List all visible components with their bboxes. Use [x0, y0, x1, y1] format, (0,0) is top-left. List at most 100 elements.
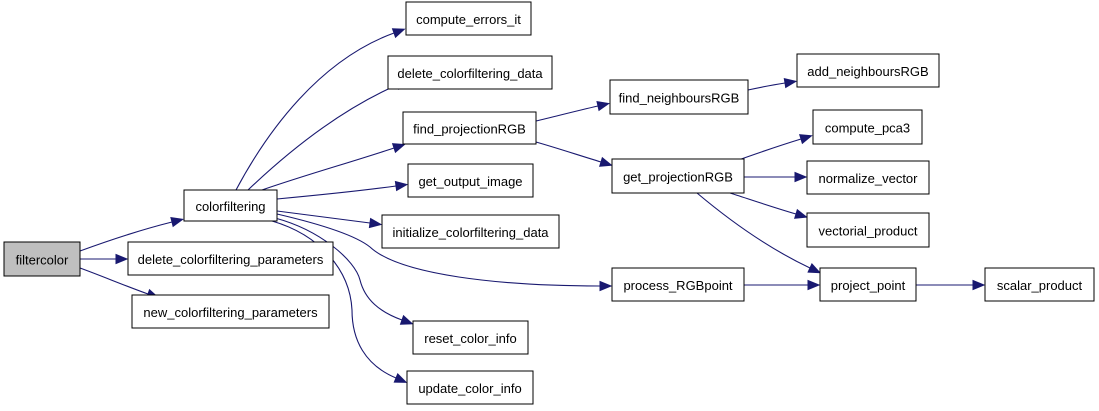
node-label: scalar_product	[997, 278, 1083, 293]
node-process-rgbpoint[interactable]: process_RGBpoint	[611, 267, 745, 302]
node-box	[183, 189, 278, 222]
arrowhead	[599, 280, 613, 292]
edge-filtercolor-to-delete-colorfiltering-parameters	[80, 253, 129, 265]
node-label: get_projectionRGB	[623, 170, 733, 185]
node-box	[984, 267, 1095, 302]
edge-line	[535, 105, 599, 122]
node-box	[611, 267, 745, 302]
node-scalar-product[interactable]: scalar_product	[984, 267, 1095, 302]
node-label: initialize_colorfiltering_data	[392, 225, 549, 240]
node-label: vectorial_product	[819, 224, 918, 239]
arrowhead	[799, 134, 813, 145]
node-label: colorfiltering	[195, 199, 265, 214]
nodes-layer: filtercolor colorfiltering delete_colorfil…	[3, 1, 1095, 405]
arrowhead	[391, 28, 406, 39]
node-box	[812, 109, 923, 145]
edge-line	[276, 210, 371, 224]
edge-colorfiltering-to-compute-errors-it	[235, 28, 406, 191]
node-box	[381, 214, 560, 249]
node-label: update_color_info	[418, 381, 521, 396]
arrowhead	[599, 156, 613, 167]
node-find-projectionrgb[interactable]: find_projectionRGB	[402, 111, 537, 145]
node-box	[796, 53, 940, 88]
arrowhead	[807, 279, 821, 291]
node-box	[806, 160, 930, 195]
edge-line	[276, 213, 601, 287]
node-get-projectionrgb[interactable]: get_projectionRGB	[611, 158, 745, 194]
node-box	[405, 1, 532, 36]
node-label: delete_colorfiltering_data	[397, 66, 543, 81]
edge-line	[261, 147, 395, 191]
node-box	[127, 241, 334, 276]
node-box	[3, 241, 81, 277]
edge-process-rgbpoint-to-project-point	[744, 279, 821, 291]
node-label: reset_color_info	[424, 331, 517, 346]
node-project-point[interactable]: project_point	[819, 267, 917, 302]
arrowhead	[368, 217, 383, 229]
node-box	[412, 320, 529, 355]
node-new-colorfiltering-parameters[interactable]: new_colorfiltering_parameters	[131, 294, 330, 329]
node-label: normalize_vector	[819, 171, 919, 186]
arrowhead	[794, 208, 808, 219]
node-colorfiltering[interactable]: colorfiltering	[183, 189, 278, 222]
edge-colorfiltering-to-initialize-colorfiltering-data	[276, 210, 383, 229]
node-vectorial-product[interactable]: vectorial_product	[806, 212, 930, 248]
node-compute-pca3[interactable]: compute_pca3	[812, 109, 923, 145]
node-box	[819, 267, 917, 302]
edge-find-projectionrgb-to-find-neighboursrgb	[535, 100, 610, 122]
arrowhead	[399, 314, 414, 325]
edge-project-point-to-scalar-product	[916, 279, 986, 291]
edge-line	[235, 32, 395, 191]
edge-line	[276, 185, 397, 200]
node-label: filtercolor	[16, 253, 69, 268]
node-get-output-image[interactable]: get_output_image	[407, 163, 534, 198]
edge-line	[696, 192, 811, 269]
edge-colorfiltering-to-reset-color-info	[274, 217, 414, 325]
arrowhead	[393, 373, 408, 383]
node-box	[611, 158, 745, 194]
node-label: project_point	[831, 278, 906, 293]
node-delete-colorfiltering-data[interactable]: delete_colorfiltering_data	[387, 55, 553, 90]
edge-get-projectionrgb-to-project-point	[696, 192, 822, 274]
arrowhead	[596, 100, 610, 112]
node-filtercolor[interactable]: filtercolor	[3, 241, 81, 277]
edge-find-neighboursrgb-to-add-neighboursrgb	[747, 77, 798, 91]
edge-colorfiltering-to-delete-colorfiltering-data	[247, 80, 409, 191]
edge-colorfiltering-to-process-rgbpoint	[276, 213, 613, 292]
node-normalize-vector[interactable]: normalize_vector	[806, 160, 930, 195]
node-label: compute_errors_it	[416, 12, 521, 27]
edge-get-projectionrgb-to-normalize-vector	[744, 171, 808, 183]
edge-line	[729, 192, 797, 215]
arrowhead	[170, 216, 184, 228]
node-box	[407, 163, 534, 198]
edge-line	[79, 221, 173, 252]
edge-line	[271, 220, 397, 379]
edge-filtercolor-to-colorfiltering	[79, 216, 184, 252]
node-box	[609, 79, 749, 115]
edge-line	[535, 141, 602, 163]
arrowhead	[794, 171, 808, 183]
arrowhead	[972, 279, 986, 291]
arrowhead	[391, 143, 406, 154]
node-label: compute_pca3	[825, 121, 910, 136]
node-update-color-info[interactable]: update_color_info	[406, 370, 534, 405]
node-find-neighboursrgb[interactable]: find_neighboursRGB	[609, 79, 749, 115]
edge-line	[79, 267, 149, 295]
node-label: find_projectionRGB	[413, 122, 526, 137]
node-reset-color-info[interactable]: reset_color_info	[412, 320, 529, 355]
arrowhead	[807, 263, 822, 274]
node-initialize-colorfiltering-data[interactable]: initialize_colorfiltering_data	[381, 214, 560, 249]
node-compute-errors-it[interactable]: compute_errors_it	[405, 1, 532, 36]
node-box	[406, 370, 534, 405]
arrowhead	[115, 253, 129, 265]
edge-colorfiltering-to-find-projectionrgb	[261, 143, 406, 191]
edges-layer	[79, 28, 986, 383]
node-delete-colorfiltering-parameters[interactable]: delete_colorfiltering_parameters	[127, 241, 334, 276]
node-add-neighboursrgb[interactable]: add_neighboursRGB	[796, 53, 940, 88]
arrowhead	[394, 180, 409, 192]
edge-get-projectionrgb-to-vectorial-product	[729, 192, 808, 219]
node-label: get_output_image	[418, 174, 522, 189]
edge-find-projectionrgb-to-get-projectionrgb	[535, 141, 613, 167]
edge-line	[747, 82, 786, 91]
node-label: find_neighboursRGB	[619, 91, 740, 106]
